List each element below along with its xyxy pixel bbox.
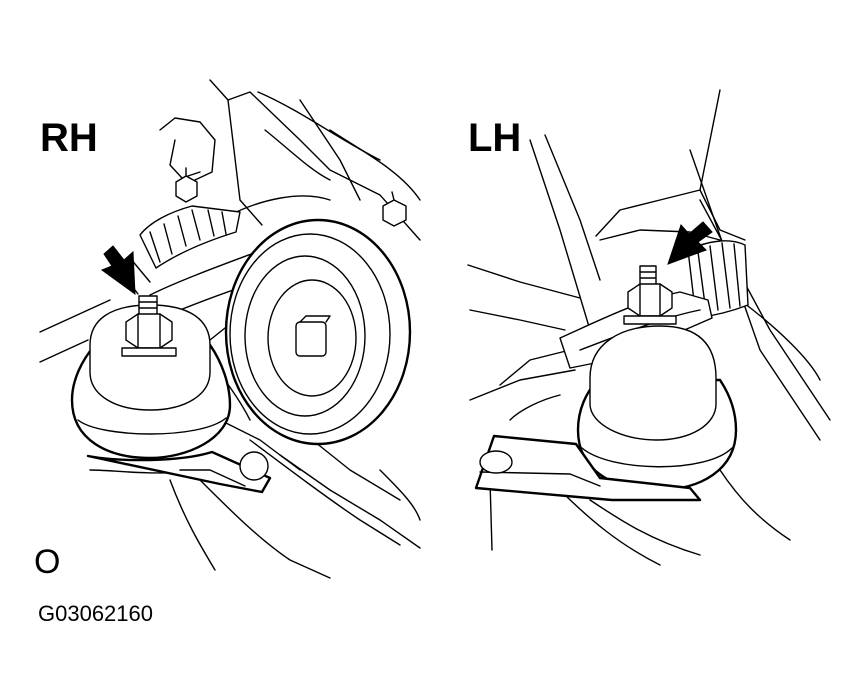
rh-ribbed-hose	[119, 205, 241, 295]
rh-right-bolt	[382, 191, 407, 227]
lh-background-lines	[467, 89, 831, 566]
lh-mount-insulator	[474, 325, 738, 502]
lh-mount-nut-arrow-icon	[667, 221, 713, 265]
rh-side-label: RH	[40, 116, 98, 160]
lh-mount-view	[467, 89, 831, 566]
rh-mount-insulator	[70, 304, 272, 494]
rh-pulley	[224, 218, 412, 446]
rh-upper-bolt	[175, 167, 198, 203]
rh-mount-nut	[121, 295, 177, 357]
lh-mount-nut	[623, 265, 677, 325]
rh-mount-view	[39, 79, 421, 579]
figure-code-label: G03062160	[38, 601, 153, 626]
rh-mount-nut-arrow-icon	[100, 245, 136, 296]
lh-side-label: LH	[468, 116, 522, 160]
marker-symbol-label: O	[34, 543, 61, 581]
